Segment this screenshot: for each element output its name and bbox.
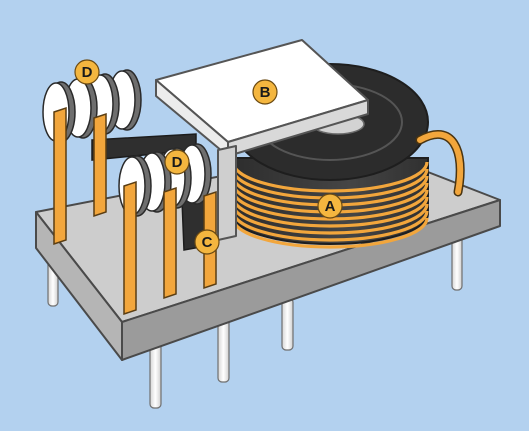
- pin-icon: [282, 298, 293, 350]
- contact-strip: [94, 114, 106, 216]
- label-d-top-callout: D: [75, 60, 99, 84]
- label-d-mid-callout: D: [165, 150, 189, 174]
- label-c: C: [202, 234, 213, 251]
- label-b: B: [260, 84, 271, 101]
- bracket-b-leg: [218, 146, 236, 240]
- label-d-mid: D: [172, 154, 183, 171]
- contact-strip: [124, 182, 136, 314]
- label-d-top: D: [82, 64, 93, 81]
- label-a-callout: A: [318, 194, 342, 218]
- label-b-callout: B: [253, 80, 277, 104]
- label-a: A: [325, 198, 336, 215]
- contact-strip: [54, 108, 66, 244]
- label-c-callout: C: [195, 230, 219, 254]
- contact-strip: [164, 188, 176, 298]
